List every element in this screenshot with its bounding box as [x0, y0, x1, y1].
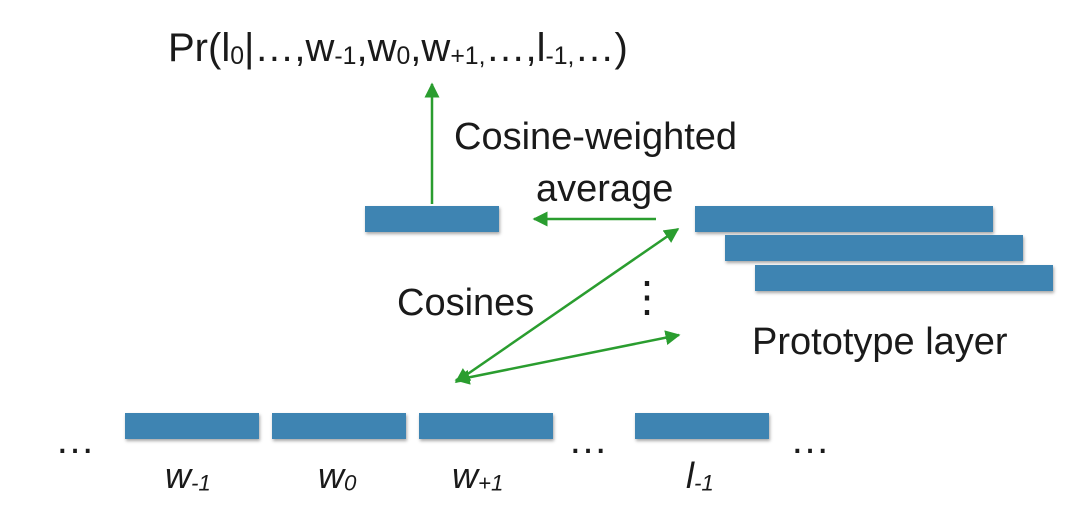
- formula-mid1: |…,: [244, 26, 306, 70]
- formula-l2-sub: -1,: [545, 42, 575, 70]
- formula-suffix: …): [574, 26, 628, 70]
- formula-l: l: [221, 26, 231, 70]
- prototype-vector-1: [695, 206, 993, 232]
- input-vector-w-plus-1: [419, 413, 553, 439]
- word-base: w: [165, 455, 191, 496]
- cosine-weighted-label: Cosine-weighted: [454, 116, 738, 158]
- word-base: w: [318, 455, 344, 496]
- formula-w1: w: [305, 26, 335, 70]
- cosine-arrow-top: [454, 227, 680, 384]
- formula-comma2: ,: [410, 26, 422, 70]
- probability-formula: Pr(l0|…,w-1,w0,w+1,…,l-1,…): [168, 28, 628, 70]
- input-vector-w-minus-1: [125, 413, 259, 439]
- word-base: l: [686, 455, 694, 496]
- formula-prefix: Pr(: [168, 26, 222, 70]
- ellipsis-middle: …: [568, 418, 608, 462]
- input-vector-w-0: [272, 413, 406, 439]
- formula-comma1: ,: [356, 26, 368, 70]
- word-label-w-0: w0: [318, 458, 356, 495]
- word-sub: +1: [478, 470, 504, 496]
- input-vector-l-minus-1: [635, 413, 769, 439]
- ellipsis-right: …: [790, 418, 830, 462]
- cosine-arrow-bottom: [454, 330, 681, 385]
- formula-w3-sub: +1,: [450, 42, 486, 70]
- word-label-l-minus-1: l-1: [686, 458, 714, 495]
- formula-l2: l: [536, 26, 546, 70]
- formula-mid2: …,: [485, 26, 537, 70]
- word-label-w-plus-1: w+1: [452, 458, 503, 495]
- word-sub: 0: [344, 470, 357, 496]
- formula-w2: w: [367, 26, 397, 70]
- prototype-layer-label: Prototype layer: [752, 321, 1008, 363]
- prototype-vector-2: [725, 235, 1023, 261]
- average-label: average: [536, 168, 674, 210]
- formula-w2-sub: 0: [396, 42, 411, 70]
- word-base: w: [452, 455, 478, 496]
- word-sub: -1: [191, 470, 211, 496]
- formula-w1-sub: -1: [334, 42, 357, 70]
- word-label-w-minus-1: w-1: [165, 458, 211, 495]
- word-sub: -1: [694, 470, 714, 496]
- ellipsis-left: …: [55, 418, 95, 462]
- prototype-vector-3: [755, 265, 1053, 291]
- formula-w3: w: [421, 26, 451, 70]
- formula-l-sub: 0: [230, 42, 245, 70]
- output-vector: [365, 206, 499, 232]
